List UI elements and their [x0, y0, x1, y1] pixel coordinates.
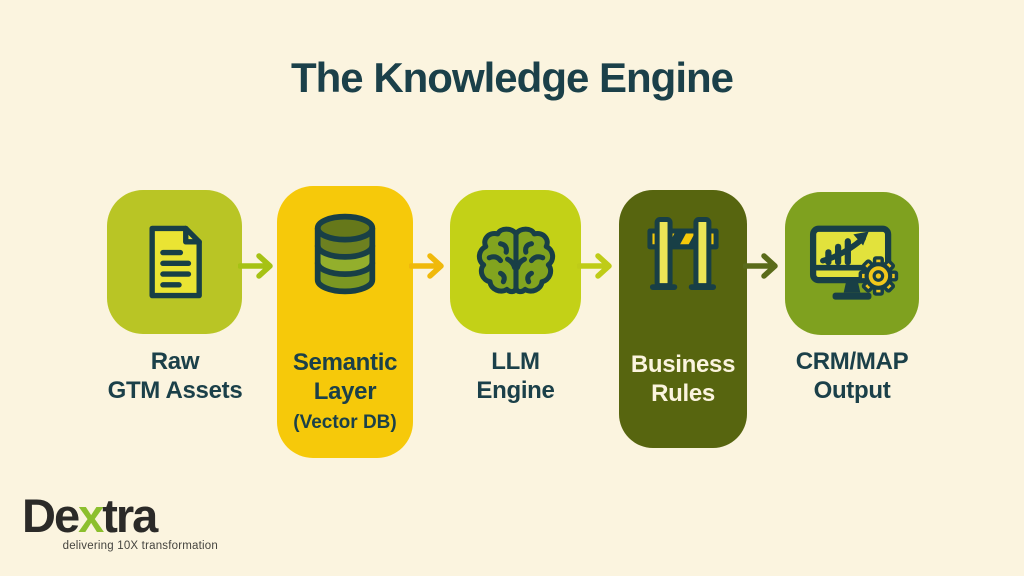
- node-box-raw-gtm-assets: [107, 190, 242, 334]
- node-label-llm-engine: LLM Engine: [433, 347, 598, 405]
- label-line: Output: [813, 377, 891, 404]
- label-line: CRM/MAP: [795, 348, 909, 375]
- label-line: Business: [630, 351, 736, 378]
- flow-arrow-1: [238, 253, 273, 279]
- barrier-icon: [637, 208, 729, 305]
- brand-accent-letter: x: [78, 489, 104, 542]
- node-label-crm-map-output: CRM/MAP Output: [763, 347, 941, 405]
- label-line: Engine: [476, 377, 555, 404]
- document-icon: [107, 190, 242, 334]
- brand-tagline: delivering 10X transformation: [62, 540, 218, 552]
- brain-icon: [450, 190, 581, 334]
- arrow-shape: [743, 253, 778, 279]
- dextra-logo: Dextra delivering 10X transformation: [22, 492, 218, 552]
- flow-arrow-2: [409, 253, 444, 279]
- node-label-business-rules: Business Rules: [619, 350, 747, 408]
- arrow-shape: [238, 253, 273, 279]
- flow-arrow-4: [743, 253, 778, 279]
- node-box-crm-map-output: [785, 192, 919, 335]
- node-label-raw-gtm-assets: Raw GTM Assets: [87, 347, 263, 405]
- node-box-business-rules: Business Rules: [619, 190, 747, 448]
- label-line: LLM: [491, 348, 540, 375]
- flow-arrow-3: [577, 253, 612, 279]
- node-sublabel-vector-db: (Vector DB): [293, 412, 397, 433]
- arrow-shape: [577, 253, 612, 279]
- brand-prefix: De: [22, 489, 80, 542]
- page-title: The Knowledge Engine: [290, 54, 734, 101]
- brand-suffix: tra: [102, 489, 158, 542]
- label-line: GTM Assets: [107, 377, 243, 404]
- node-label-semantic-layer: Semantic Layer: [277, 348, 413, 406]
- database-icon: [299, 208, 391, 305]
- label-line: Raw: [150, 348, 200, 375]
- node-box-semantic-layer: Semantic Layer (Vector DB): [277, 186, 413, 458]
- label-line: Layer: [313, 378, 377, 405]
- node-box-llm-engine: [450, 190, 581, 334]
- brand-wordmark: Dextra: [22, 492, 218, 539]
- arrow-shape: [409, 253, 444, 279]
- label-line: Semantic: [292, 349, 398, 376]
- monitor-gear-icon: [785, 192, 919, 335]
- label-line: Rules: [651, 380, 715, 407]
